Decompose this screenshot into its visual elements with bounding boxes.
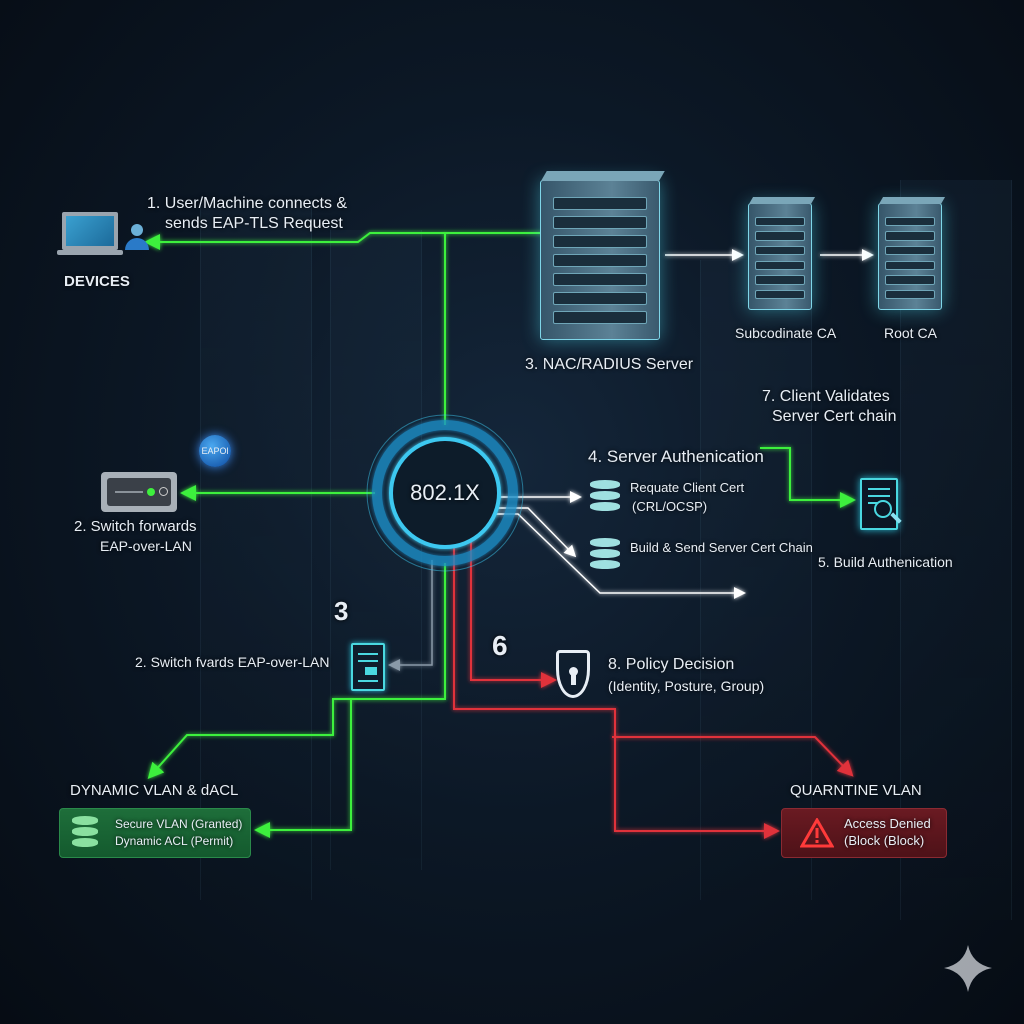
subordinate-ca-label: Subcodinate CA — [735, 325, 837, 341]
step1-line2: sends EAP-TLS Request — [165, 215, 343, 232]
sparkle-icon — [944, 945, 992, 992]
step8-title: 8. Policy Decision — [608, 656, 735, 673]
hub-label: 802.1X — [410, 480, 480, 505]
denied-line2: (Block (Block) — [844, 833, 925, 848]
subordinate-ca-server-icon — [748, 197, 816, 310]
quarantine-heading: QUARNTINE VLAN — [790, 782, 922, 799]
granted-line2: Dynamic ACL (Permit) — [115, 834, 234, 848]
hub-ring — [366, 414, 524, 572]
database-icon — [590, 538, 620, 571]
nac-radius-label: 3. NAC/RADIUS Server — [525, 356, 694, 373]
devices-label: DEVICES — [64, 273, 130, 290]
eapol-bubble: EAPOl — [199, 435, 231, 467]
arrow-granted-b — [254, 699, 352, 838]
step5-label: 5. Build Authenication — [818, 554, 953, 570]
user-icon — [125, 224, 149, 250]
granted-line1: Secure VLAN (Granted) — [115, 817, 243, 831]
laptop-icon — [57, 212, 123, 255]
root-ca-server-icon — [878, 197, 946, 310]
step4-item1-line1: Requate Client Cert — [630, 480, 745, 495]
switch-icon — [101, 472, 177, 512]
arrow-policy — [470, 515, 557, 688]
arrow-quarantine-b — [612, 736, 854, 777]
quarantine-box: Access Denied (Block (Block) — [781, 808, 947, 858]
granted-heading: DYNAMIC VLAN & dACL — [70, 782, 239, 799]
arrow-granted-a — [147, 563, 446, 779]
step4-item2: Build & Send Server Cert Chain — [630, 540, 813, 555]
step7-line2: Server Cert chain — [772, 408, 897, 425]
arrow-doc — [388, 560, 433, 671]
arrow-step7 — [760, 447, 856, 508]
step3-number: 3 — [334, 596, 349, 626]
database-icon — [590, 480, 620, 513]
arrow-hub-to-nac — [444, 225, 560, 425]
step2-line2: EAP-over-LAN — [100, 538, 192, 554]
granted-box: Secure VLAN (Granted) Dynamic ACL (Permi… — [59, 808, 251, 858]
step2-line1: 2. Switch forwards — [74, 518, 197, 535]
arrow-quarantine-a — [453, 505, 780, 839]
background-rack — [700, 260, 812, 900]
arrow-build-auth — [482, 513, 746, 599]
document-search-icon — [860, 478, 902, 530]
denied-line1: Access Denied — [844, 816, 931, 831]
nac-radius-server-icon — [540, 171, 665, 340]
step4-title: 4. Server Authenication — [588, 447, 764, 466]
step8-subtitle: (Identity, Posture, Group) — [608, 678, 765, 694]
database-icon — [72, 816, 98, 849]
arrow-step1 — [144, 232, 555, 250]
step7-line1: 7. Client Validates — [762, 388, 890, 405]
step4-item1-line2: (CRL/OCSP) — [632, 499, 708, 514]
warning-icon — [800, 818, 834, 848]
background-rack — [200, 200, 312, 900]
root-ca-label: Root CA — [884, 325, 937, 341]
document-icon — [351, 643, 385, 691]
step6-number: 6 — [492, 630, 508, 661]
step1-line1: 1. User/Machine connects & — [147, 195, 348, 212]
shield-lock-icon — [556, 650, 590, 698]
step3-label: 2. Switch fvards EAP-over-LAN — [135, 654, 330, 670]
